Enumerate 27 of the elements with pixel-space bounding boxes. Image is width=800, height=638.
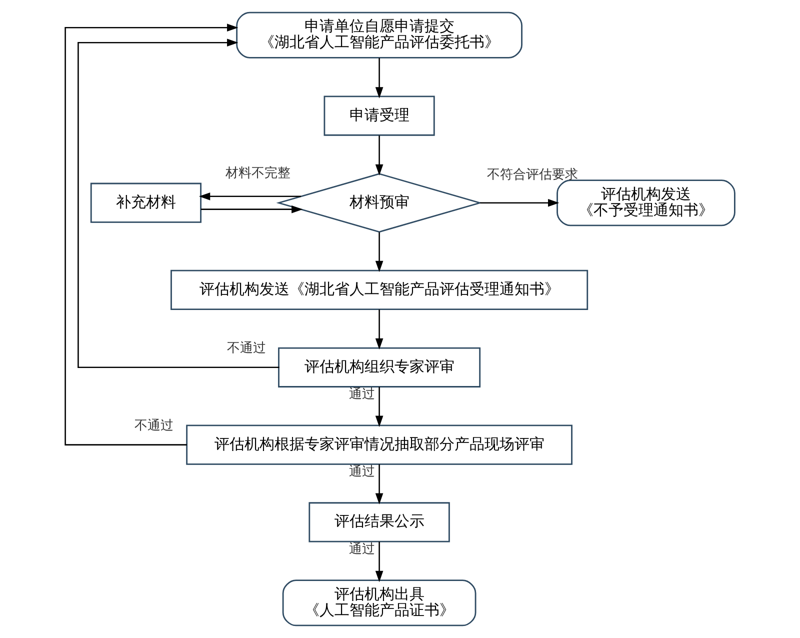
edge-label: 不通过 xyxy=(227,340,266,356)
arrow xyxy=(375,542,384,582)
arrow xyxy=(375,58,384,98)
node-box: 评估结果公示 xyxy=(308,502,450,542)
arrow xyxy=(375,310,384,350)
arrow xyxy=(375,232,384,272)
node-box: 评估机构发送《湖北省人工智能产品评估受理通知书》 xyxy=(170,270,588,310)
arrow xyxy=(200,205,303,214)
edge-label: 不通过 xyxy=(134,418,174,434)
arrow xyxy=(375,386,384,427)
arrow xyxy=(78,38,280,368)
arrow xyxy=(480,198,560,207)
arrow xyxy=(198,192,301,200)
node-box: 评估机构根据专家评审情况抽取部分产品现场评审 xyxy=(186,424,572,465)
arrow xyxy=(375,136,384,176)
arrow xyxy=(64,24,238,446)
node-box: 申请受理 xyxy=(324,96,435,136)
edge-label: 不符合评估要求 xyxy=(486,167,578,182)
node-box: 补充材料 xyxy=(90,182,202,223)
node-box: 申请单位自愿申请提交 《湖北省人工智能产品评估委托书》 xyxy=(236,12,522,58)
node-box: 评估机构发送 《不予受理通知书》 xyxy=(556,180,736,226)
arrow xyxy=(375,464,384,504)
edge-label: 通过 xyxy=(349,542,376,557)
node-box: 评估机构组织专家评审 xyxy=(278,347,481,388)
node-box: 评估机构出具 《人工智能产品证书》 xyxy=(282,580,476,626)
edge-label: 通过 xyxy=(349,464,376,480)
edge-label: 通过 xyxy=(349,387,376,402)
